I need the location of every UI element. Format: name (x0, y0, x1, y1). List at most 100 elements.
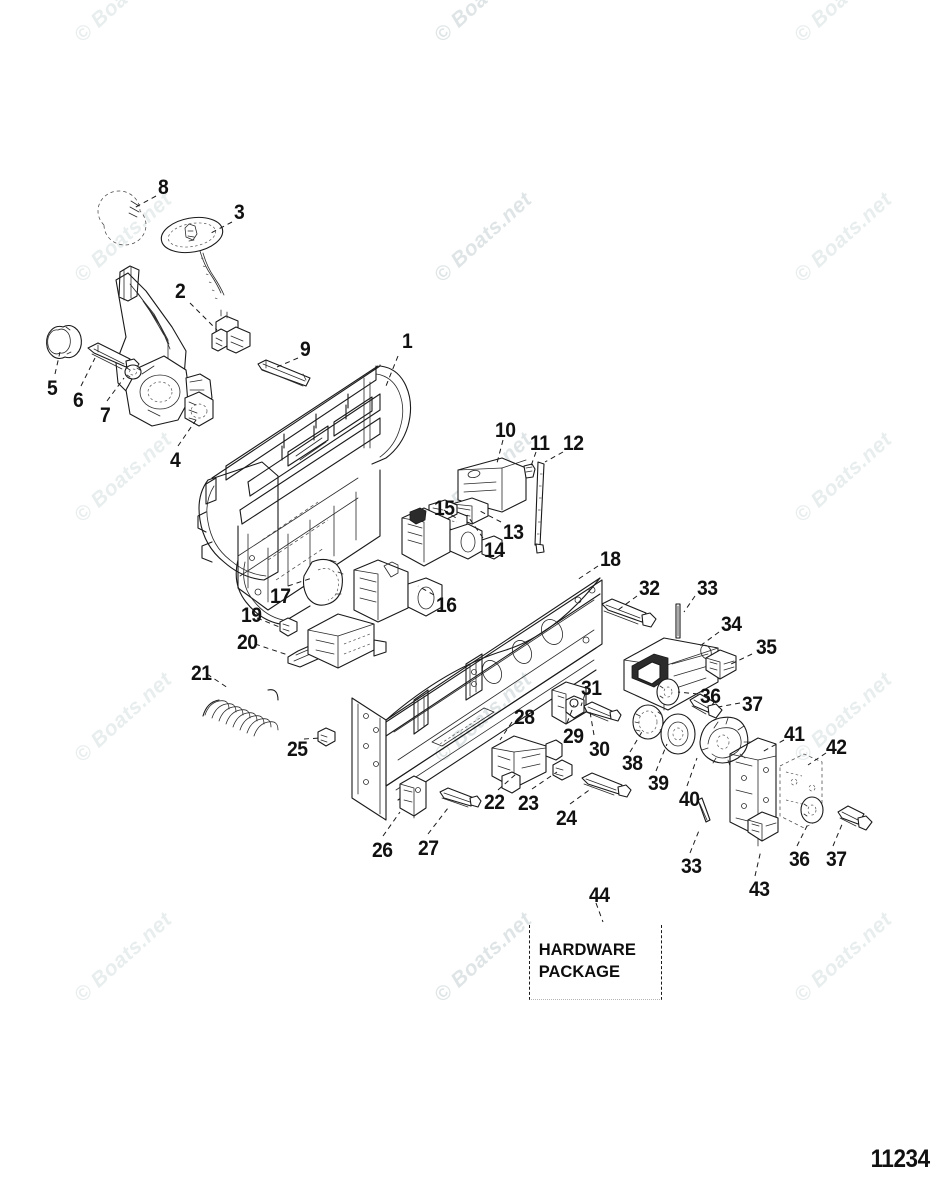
leader-line-33b (689, 827, 701, 854)
leader-line-31 (580, 693, 586, 707)
leader-line-20 (254, 643, 289, 656)
callout-37b: 37 (826, 848, 847, 871)
part-5-shape (46, 325, 82, 359)
callout-24: 24 (556, 807, 577, 830)
callout-31: 31 (581, 677, 602, 700)
callout-23: 23 (518, 792, 539, 815)
part-37-shape (689, 693, 723, 719)
callout-5: 5 (47, 377, 58, 400)
part-32-shape (601, 598, 657, 628)
part-4-shape (184, 391, 214, 427)
part-33-shape (675, 603, 681, 639)
part-16-shape (353, 507, 503, 623)
part-21-shape (202, 689, 279, 737)
callout-44: 44 (589, 884, 610, 907)
callout-39: 39 (648, 772, 669, 795)
hardware-package-line-2: PACKAGE (538, 962, 620, 982)
callout-16: 16 (436, 594, 457, 617)
callout-37: 37 (742, 693, 763, 716)
part-23-shape (552, 759, 573, 781)
leader-line-44 (595, 902, 604, 923)
part-9-shape (257, 359, 311, 387)
callout-35: 35 (756, 636, 777, 659)
callout-36b: 36 (789, 848, 810, 871)
callout-25: 25 (287, 738, 308, 761)
part-30-shape (583, 701, 622, 722)
leader-line-27 (427, 807, 449, 835)
part-29-shape (569, 698, 579, 708)
hardware-package-box: HARDWARE PACKAGE (529, 925, 662, 1000)
callout-21: 21 (191, 662, 212, 685)
leader-line-35 (730, 653, 753, 665)
part-10-shape (457, 457, 527, 513)
part-36b-shape (800, 796, 824, 824)
part-39-shape (660, 713, 696, 755)
callout-18: 18 (600, 548, 621, 571)
callout-42: 42 (826, 736, 847, 759)
leader-line-37b (832, 821, 844, 847)
callout-15: 15 (434, 497, 455, 520)
leader-line-5 (54, 351, 61, 375)
leader-line-40 (686, 757, 698, 787)
part-2-shape (115, 265, 213, 427)
leader-line-30 (589, 711, 595, 736)
part-20-shape (287, 613, 387, 669)
leader-line-4 (177, 419, 197, 447)
leader-line-11 (530, 451, 537, 467)
callout-4: 4 (170, 449, 181, 472)
leader-line-10 (496, 439, 504, 464)
part-37b-shape (837, 805, 873, 831)
part-42-shape (779, 753, 823, 829)
leader-line-19 (256, 617, 283, 629)
leader-line-21 (206, 673, 229, 689)
leader-line-7 (106, 377, 125, 402)
callout-26: 26 (372, 839, 393, 862)
callout-2: 2 (175, 280, 186, 303)
callout-36: 36 (700, 685, 721, 708)
leader-line-2 (189, 302, 218, 331)
part-18-plate (351, 577, 603, 821)
callout-30: 30 (589, 738, 610, 761)
part-3-shape (160, 216, 225, 300)
part-12-shape (534, 461, 545, 554)
part-27-shape (439, 787, 482, 808)
callout-19: 19 (241, 604, 262, 627)
callout-28: 28 (514, 706, 535, 729)
part-22-shape (491, 735, 563, 794)
callout-34: 34 (721, 613, 742, 636)
leader-line-39 (655, 743, 668, 772)
part-7-shape (124, 364, 142, 380)
leader-line-37 (717, 702, 741, 708)
callout-11: 11 (530, 432, 550, 455)
leader-line-12 (544, 451, 564, 463)
leader-line-32 (617, 595, 638, 611)
part-25-shape (317, 727, 336, 747)
part-26-shape (399, 775, 427, 819)
leader-line-24 (569, 787, 593, 805)
callout-43: 43 (749, 878, 770, 901)
leader-line-33 (683, 595, 696, 613)
leader-line-36b (796, 821, 810, 847)
leader-line-16 (417, 585, 435, 596)
leader-line-6 (80, 357, 96, 387)
callout-8: 8 (158, 176, 169, 199)
leader-line-8 (133, 195, 157, 209)
callout-22: 22 (484, 791, 505, 814)
leader-line-22 (497, 773, 517, 791)
leader-line-34 (699, 631, 720, 647)
callout-1: 1 (402, 330, 413, 353)
callout-10: 10 (495, 419, 516, 442)
callout-20: 20 (237, 631, 258, 654)
leader-line-15 (443, 509, 460, 521)
callout-29: 29 (563, 725, 584, 748)
part-11-shape (523, 463, 536, 479)
callout-9: 9 (300, 338, 311, 361)
part-36-shape (656, 678, 680, 706)
leader-line-36 (677, 691, 699, 695)
leader-line-28 (499, 721, 513, 741)
part-24-shape (581, 772, 632, 798)
part-33b-shape (697, 797, 711, 823)
diagram-number: 11234 (870, 1145, 931, 1173)
part-3-connector (211, 309, 251, 354)
